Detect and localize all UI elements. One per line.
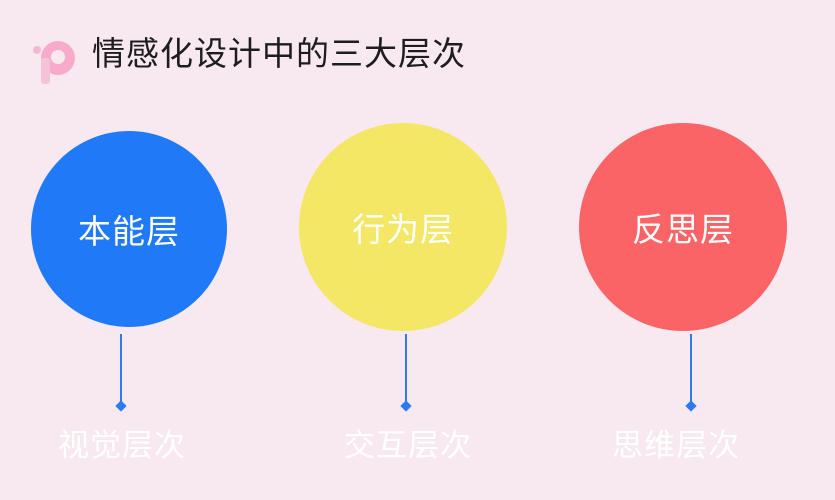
p-logo-icon: [33, 41, 75, 84]
connector-diamond-icon: [115, 400, 127, 412]
level-caption-thinking: 思维层次: [612, 428, 740, 464]
level-circle-behavioral: 行为层: [299, 123, 507, 331]
level-circle-reflective: 反思层: [579, 123, 787, 331]
connector-diamond-icon: [685, 400, 697, 412]
connector-line-reflective: [690, 334, 692, 404]
level-caption-visual: 视觉层次: [58, 428, 186, 464]
level-circle-instinctive: 本能层: [31, 131, 227, 327]
connector-diamond-icon: [400, 400, 412, 412]
level-label-behavioral: 行为层: [352, 210, 454, 249]
connector-line-behavioral: [405, 334, 407, 404]
page-title: 情感化设计中的三大层次: [92, 34, 466, 73]
connector-line-instinctive: [120, 334, 122, 404]
level-label-reflective: 反思层: [632, 210, 734, 249]
level-caption-interaction: 交互层次: [344, 428, 472, 464]
level-label-instinctive: 本能层: [78, 212, 180, 251]
